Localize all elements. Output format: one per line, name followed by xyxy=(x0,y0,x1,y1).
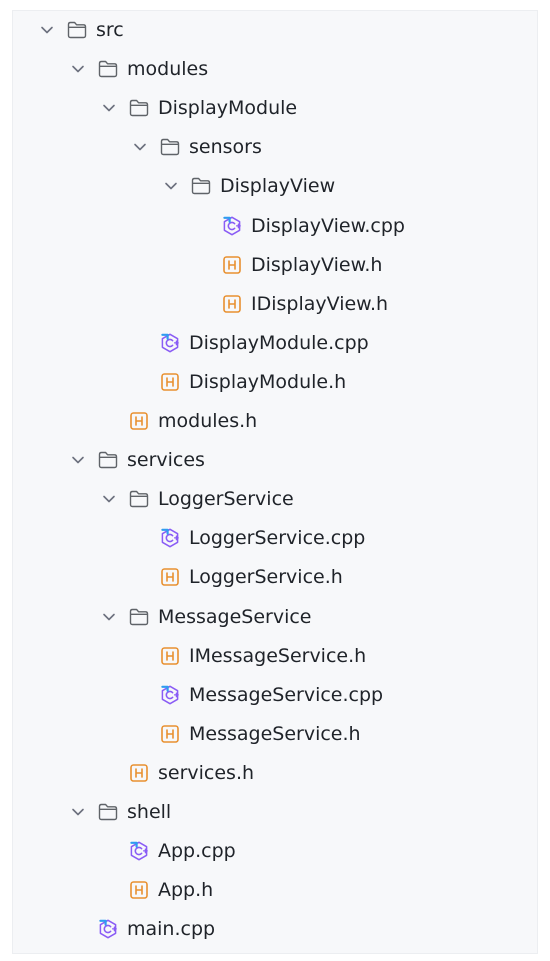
cpp-file-icon xyxy=(97,918,119,940)
tree-item-label: LoggerService.cpp xyxy=(189,527,366,550)
tree-file-row[interactable]: main.cpp xyxy=(0,911,540,947)
tree-item-label: IDisplayView.h xyxy=(251,292,389,315)
chevron-down-icon[interactable] xyxy=(131,138,149,156)
tree-item-label: LoggerService xyxy=(158,488,294,511)
tree-file-row[interactable]: IMessageService.h xyxy=(0,638,540,674)
tree-file-row[interactable]: IDisplayView.h xyxy=(0,286,540,322)
tree-item-label: DisplayView.h xyxy=(251,253,383,276)
tree-item-label: DisplayModule.h xyxy=(189,370,347,393)
tree-folder-row[interactable]: sensors xyxy=(0,129,540,165)
tree-item-label: services xyxy=(127,449,205,472)
cpp-file-icon xyxy=(159,527,181,549)
tree-item-label: MessageService.cpp xyxy=(189,683,384,706)
tree-folder-row[interactable]: LoggerService xyxy=(0,481,540,517)
header-file-icon xyxy=(221,293,243,315)
folder-icon xyxy=(66,19,88,41)
folder-icon xyxy=(128,97,150,119)
tree-item-label: sensors xyxy=(189,136,262,159)
tree-file-row[interactable]: DisplayView.h xyxy=(0,247,540,283)
tree-file-row[interactable]: LoggerService.cpp xyxy=(0,520,540,556)
tree-file-row[interactable]: DisplayModule.h xyxy=(0,364,540,400)
folder-icon xyxy=(97,449,119,471)
tree-item-label: services.h xyxy=(158,761,255,784)
tree-folder-row[interactable]: DisplayView xyxy=(0,168,540,204)
tree-item-label: IMessageService.h xyxy=(189,644,367,667)
chevron-down-icon[interactable] xyxy=(69,451,87,469)
chevron-down-icon[interactable] xyxy=(100,608,118,626)
header-file-icon xyxy=(221,254,243,276)
tree-folder-row[interactable]: shell xyxy=(0,794,540,830)
tree-file-row[interactable]: MessageService.h xyxy=(0,716,540,752)
tree-item-label: LoggerService.h xyxy=(189,566,343,589)
tree-file-row[interactable]: MessageService.cpp xyxy=(0,677,540,713)
header-file-icon xyxy=(159,371,181,393)
tree-item-label: src xyxy=(96,19,124,41)
folder-icon xyxy=(128,488,150,510)
header-file-icon xyxy=(159,645,181,667)
tree-folder-row[interactable]: src xyxy=(0,12,540,48)
folder-icon xyxy=(190,175,212,197)
folder-icon xyxy=(97,801,119,823)
tree-item-label: App.h xyxy=(158,879,214,902)
tree-file-row[interactable]: DisplayView.cpp xyxy=(0,208,540,244)
tree-folder-row[interactable]: modules xyxy=(0,51,540,87)
tree-item-label: DisplayView xyxy=(220,175,336,198)
cpp-file-icon xyxy=(159,684,181,706)
tree-file-row[interactable]: services.h xyxy=(0,755,540,791)
project-tree-panel xyxy=(12,10,538,954)
tree-file-row[interactable]: LoggerService.h xyxy=(0,559,540,595)
tree-item-label: App.cpp xyxy=(158,840,236,863)
folder-icon xyxy=(159,136,181,158)
tree-folder-row[interactable]: MessageService xyxy=(0,599,540,635)
chevron-down-icon[interactable] xyxy=(69,60,87,78)
tree-item-label: MessageService.h xyxy=(189,722,361,745)
tree-file-row[interactable]: DisplayModule.cpp xyxy=(0,325,540,361)
chevron-down-icon[interactable] xyxy=(100,490,118,508)
tree-item-label: shell xyxy=(127,801,172,823)
folder-icon xyxy=(128,606,150,628)
folder-icon xyxy=(97,58,119,80)
tree-folder-row[interactable]: services xyxy=(0,442,540,478)
cpp-file-icon xyxy=(221,215,243,237)
header-file-icon xyxy=(159,566,181,588)
chevron-down-icon[interactable] xyxy=(100,99,118,117)
header-file-icon xyxy=(128,410,150,432)
chevron-down-icon[interactable] xyxy=(38,21,56,39)
cpp-file-icon xyxy=(128,840,150,862)
header-file-icon xyxy=(159,723,181,745)
tree-folder-row[interactable]: DisplayModule xyxy=(0,90,540,126)
cpp-file-icon xyxy=(159,332,181,354)
chevron-down-icon[interactable] xyxy=(162,177,180,195)
tree-item-label: main.cpp xyxy=(127,918,216,941)
chevron-down-icon[interactable] xyxy=(69,803,87,821)
tree-item-label: MessageService xyxy=(158,605,312,628)
tree-file-row[interactable]: modules.h xyxy=(0,403,540,439)
header-file-icon xyxy=(128,762,150,784)
tree-item-label: DisplayModule.cpp xyxy=(189,331,369,354)
tree-item-label: modules.h xyxy=(158,410,258,432)
tree-file-row[interactable]: App.h xyxy=(0,872,540,908)
header-file-icon xyxy=(128,879,150,901)
tree-item-label: DisplayModule xyxy=(158,97,298,120)
tree-item-label: modules xyxy=(127,58,209,81)
tree-file-row[interactable]: App.cpp xyxy=(0,833,540,869)
tree-item-label: DisplayView.cpp xyxy=(251,214,405,237)
